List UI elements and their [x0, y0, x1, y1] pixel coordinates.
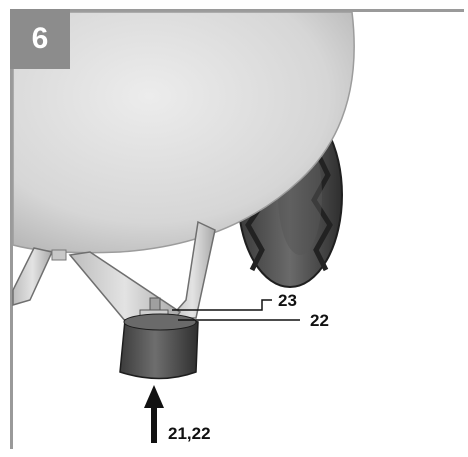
frame-top-border — [10, 9, 464, 12]
weld-nut — [51, 249, 67, 261]
callout-21-22: 21,22 — [168, 424, 211, 443]
callout-23: 23 — [278, 291, 297, 310]
frame-left-border — [10, 9, 13, 449]
figure-number-badge: 6 — [10, 9, 70, 69]
leader-line-23 — [172, 299, 272, 311]
callout-22: 22 — [310, 311, 329, 330]
up-arrow-icon — [144, 385, 164, 443]
left-leg — [12, 247, 54, 307]
rubber-foot — [119, 313, 199, 380]
